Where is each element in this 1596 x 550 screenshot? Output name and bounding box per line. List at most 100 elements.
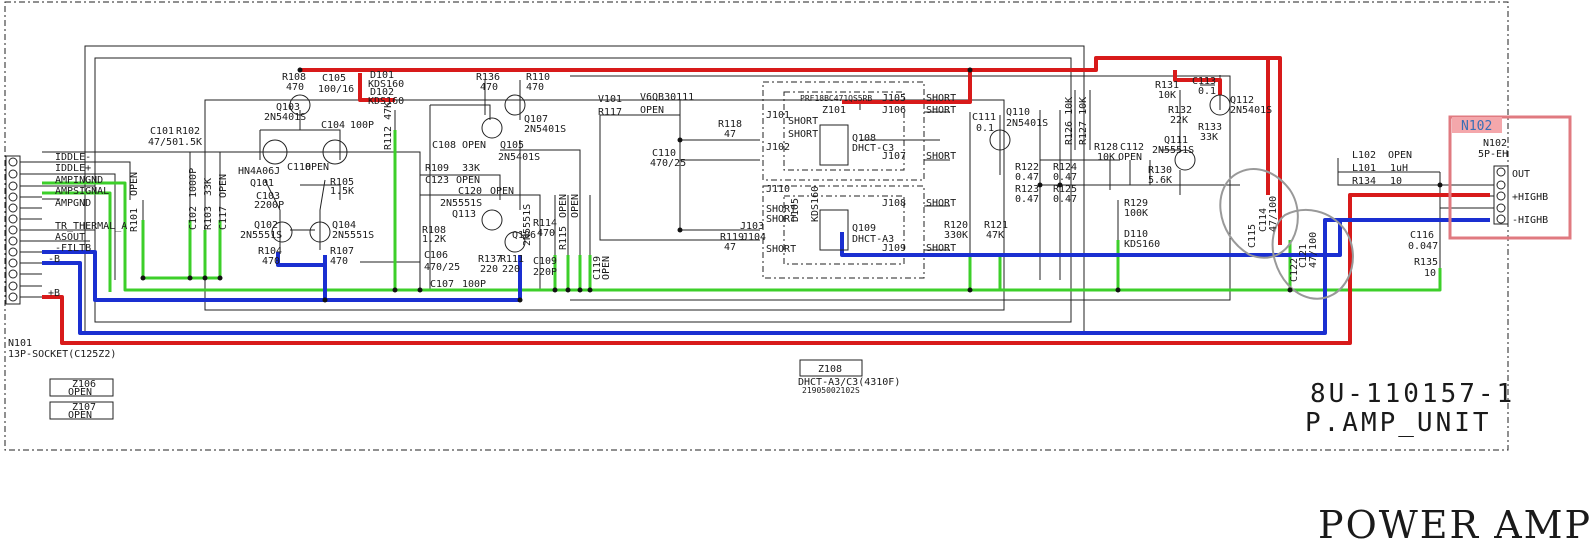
label-q101: Q101 xyxy=(250,178,274,189)
value-r108: 1.2K xyxy=(422,234,446,245)
label-r137: R137 xyxy=(478,254,502,265)
value-q110: 2N5401S xyxy=(1006,118,1048,129)
label-short-4: SHORT xyxy=(766,214,796,225)
label-c111: C111 xyxy=(972,112,996,123)
label-r119: R119 xyxy=(720,232,744,243)
value-r133: 33K xyxy=(1200,132,1218,143)
value-c114: 47/100 xyxy=(1268,196,1279,232)
n101-label: N101 xyxy=(8,338,32,349)
value-c119: OPEN xyxy=(601,256,612,280)
value-r129: 100K xyxy=(1124,208,1148,219)
value-c117: OPEN xyxy=(218,174,229,198)
label-r126: R126 10K xyxy=(1064,97,1075,145)
pin-tr-thermal: TR_THERMAL_A xyxy=(55,221,127,232)
label-j106: J106 xyxy=(882,105,906,116)
label-c108: C108 xyxy=(432,140,456,151)
label-r110: R110 xyxy=(526,72,550,83)
z106-value: OPEN xyxy=(68,387,92,398)
z108-value: DHCT-A3/C3(4310F) xyxy=(798,377,900,388)
label-c120: C120 xyxy=(458,186,482,197)
label-c118: C118 xyxy=(287,162,311,173)
value-r103: 33K xyxy=(203,178,214,196)
label-l102: L102 xyxy=(1352,150,1376,161)
transistor-symbols xyxy=(262,94,1231,253)
label-r115: R115 xyxy=(558,226,569,250)
value-r131: 10K xyxy=(1158,90,1176,101)
label-q108: Q108 xyxy=(852,133,876,144)
sketch-annotation xyxy=(1219,168,1354,300)
value-r135: 10 xyxy=(1424,268,1436,279)
label-r134: R134 xyxy=(1352,176,1376,187)
z108-box: Z108 DHCT-A3/C3(4310F) 21905002102S xyxy=(798,359,900,395)
n102-tag: N102 xyxy=(1461,119,1492,134)
module-box-q108 xyxy=(762,81,925,181)
label-c101: C101 xyxy=(150,126,174,137)
label-c110: C110 xyxy=(652,148,676,159)
z108-name: Z108 xyxy=(818,364,842,375)
value-c113: 0.1 xyxy=(1198,86,1216,97)
label-r133: R133 xyxy=(1198,122,1222,133)
label-c103: C103 xyxy=(256,191,280,202)
pin-out: OUT xyxy=(1512,169,1530,180)
label-r131: R131 xyxy=(1155,80,1179,91)
z107-value: OPEN xyxy=(68,410,92,421)
label-q109: Q109 xyxy=(852,223,876,234)
value-q103: 2N5401S xyxy=(264,112,306,123)
label-v101: V101 xyxy=(598,94,622,105)
label-c115: C115 xyxy=(1247,224,1258,248)
connector-n101: IDDLE- IDDLE+ AMPINGND AMPSIGNAL AMPGND … xyxy=(5,152,127,360)
value-q102: 2N5551S xyxy=(240,230,282,241)
junction-dots xyxy=(140,67,1443,303)
label-c119: C119 xyxy=(592,256,603,280)
value-r102: 1.5K xyxy=(178,137,202,148)
unit-name: P.AMP_UNIT xyxy=(1305,408,1492,438)
label-c121: C121 xyxy=(1298,244,1309,268)
label-short-3: SHORT xyxy=(766,204,796,215)
label-r132: R132 xyxy=(1168,105,1192,116)
label-q110: Q110 xyxy=(1006,107,1030,118)
value-r109: 33K xyxy=(462,163,480,174)
pin-minus-highb: -HIGHB xyxy=(1512,215,1548,226)
label-c105: C105 xyxy=(322,73,346,84)
label-r130: R130 xyxy=(1148,165,1172,176)
label-c106: C106 xyxy=(424,250,448,261)
label-r129: R129 xyxy=(1124,198,1148,209)
label-r127: R127 10K xyxy=(1078,97,1089,145)
value-r120: 330K xyxy=(944,230,968,241)
label-q102: Q102 xyxy=(254,220,278,231)
value-r124: 0.47 xyxy=(1053,172,1077,183)
label-short-9: SHORT xyxy=(926,198,956,209)
label-q106: Q106 xyxy=(512,230,536,241)
label-r104: R104 xyxy=(258,246,282,257)
pin-plus-highb: +HIGHB xyxy=(1512,192,1548,203)
label-r120: R120 xyxy=(944,220,968,231)
value-c123: OPEN xyxy=(456,175,480,186)
label-d101: D101 xyxy=(370,70,394,81)
value-r111: 220 xyxy=(502,264,520,275)
value-d102: KDS160 xyxy=(368,96,404,107)
label-r108-top: R108 xyxy=(282,72,306,83)
value-c102: 1000P xyxy=(188,168,199,198)
label-r124: R124 xyxy=(1053,162,1077,173)
n102-type: 5P-EH xyxy=(1478,149,1508,160)
value-d101: KDS160 xyxy=(368,79,404,90)
pin-ampgnd: AMPGND xyxy=(55,198,91,209)
label-j107: J107 xyxy=(882,151,906,162)
label-short-6: SHORT xyxy=(926,93,956,104)
label-r114: R114 xyxy=(533,218,557,229)
value-q105: 2N5401S xyxy=(498,152,540,163)
value-c107: 100P xyxy=(462,279,486,290)
value-c118: OPEN xyxy=(305,162,329,173)
value-r130: 5.6K xyxy=(1148,175,1172,186)
value-c109: 220P xyxy=(533,267,557,278)
label-c102: C102 xyxy=(188,206,199,230)
label-short-10: SHORT xyxy=(926,243,956,254)
label-c123: C123 xyxy=(425,175,449,186)
value-d110: KDS160 xyxy=(1124,239,1160,250)
value-r118: 47 xyxy=(724,129,736,140)
value-c112: OPEN xyxy=(1118,152,1142,163)
value-r114: 470 xyxy=(537,228,555,239)
n101-type: 13P-SOCKET(C125Z2) xyxy=(8,349,116,360)
value-c106: 470/25 xyxy=(424,262,460,273)
